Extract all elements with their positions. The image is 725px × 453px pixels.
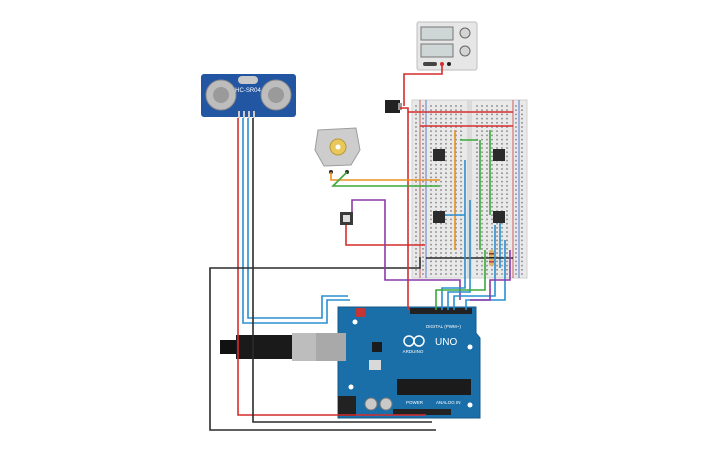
arduino-uno[interactable]: ARDUINO UNO DIGITAL (PWM~) POWER ANALOG … (337, 306, 481, 419)
transistor[interactable] (493, 149, 505, 161)
analog-pins-label: ANALOG IN (436, 400, 461, 405)
sensor-label: HC-SR04 (235, 88, 261, 94)
push-button[interactable] (340, 212, 353, 225)
wire-sensor-trig (242, 118, 350, 324)
power-pins-label: POWER (406, 400, 424, 405)
wire-button-a (345, 225, 425, 246)
wire-motor-b (331, 171, 440, 187)
transistor[interactable] (493, 211, 505, 223)
usb-cable (220, 333, 346, 361)
dc-motor[interactable] (314, 127, 361, 174)
voltage-regulator[interactable] (385, 100, 402, 113)
wire-regulator-out (400, 107, 409, 310)
wire-motor-a (330, 172, 440, 181)
transistor[interactable] (433, 149, 445, 161)
wire-supply-pos (403, 64, 443, 106)
arduino-logo-icon (403, 335, 425, 347)
wire-sensor-echo (247, 118, 348, 319)
transistor[interactable] (433, 211, 445, 223)
wire-sensor-gnd (252, 118, 432, 423)
wires (209, 64, 513, 431)
ultrasonic-sensor[interactable]: HC-SR04 (201, 74, 296, 118)
wire-gnd-loop (209, 257, 436, 431)
wire-button-b (351, 199, 461, 300)
arduino-model: UNO (435, 337, 457, 348)
power-supply[interactable] (416, 21, 478, 71)
resistor[interactable] (489, 250, 494, 266)
wire-sensor-vcc (237, 118, 426, 416)
digital-pins-label: DIGITAL (PWM~) (426, 324, 461, 329)
arduino-brand: ARDUINO (403, 349, 424, 354)
